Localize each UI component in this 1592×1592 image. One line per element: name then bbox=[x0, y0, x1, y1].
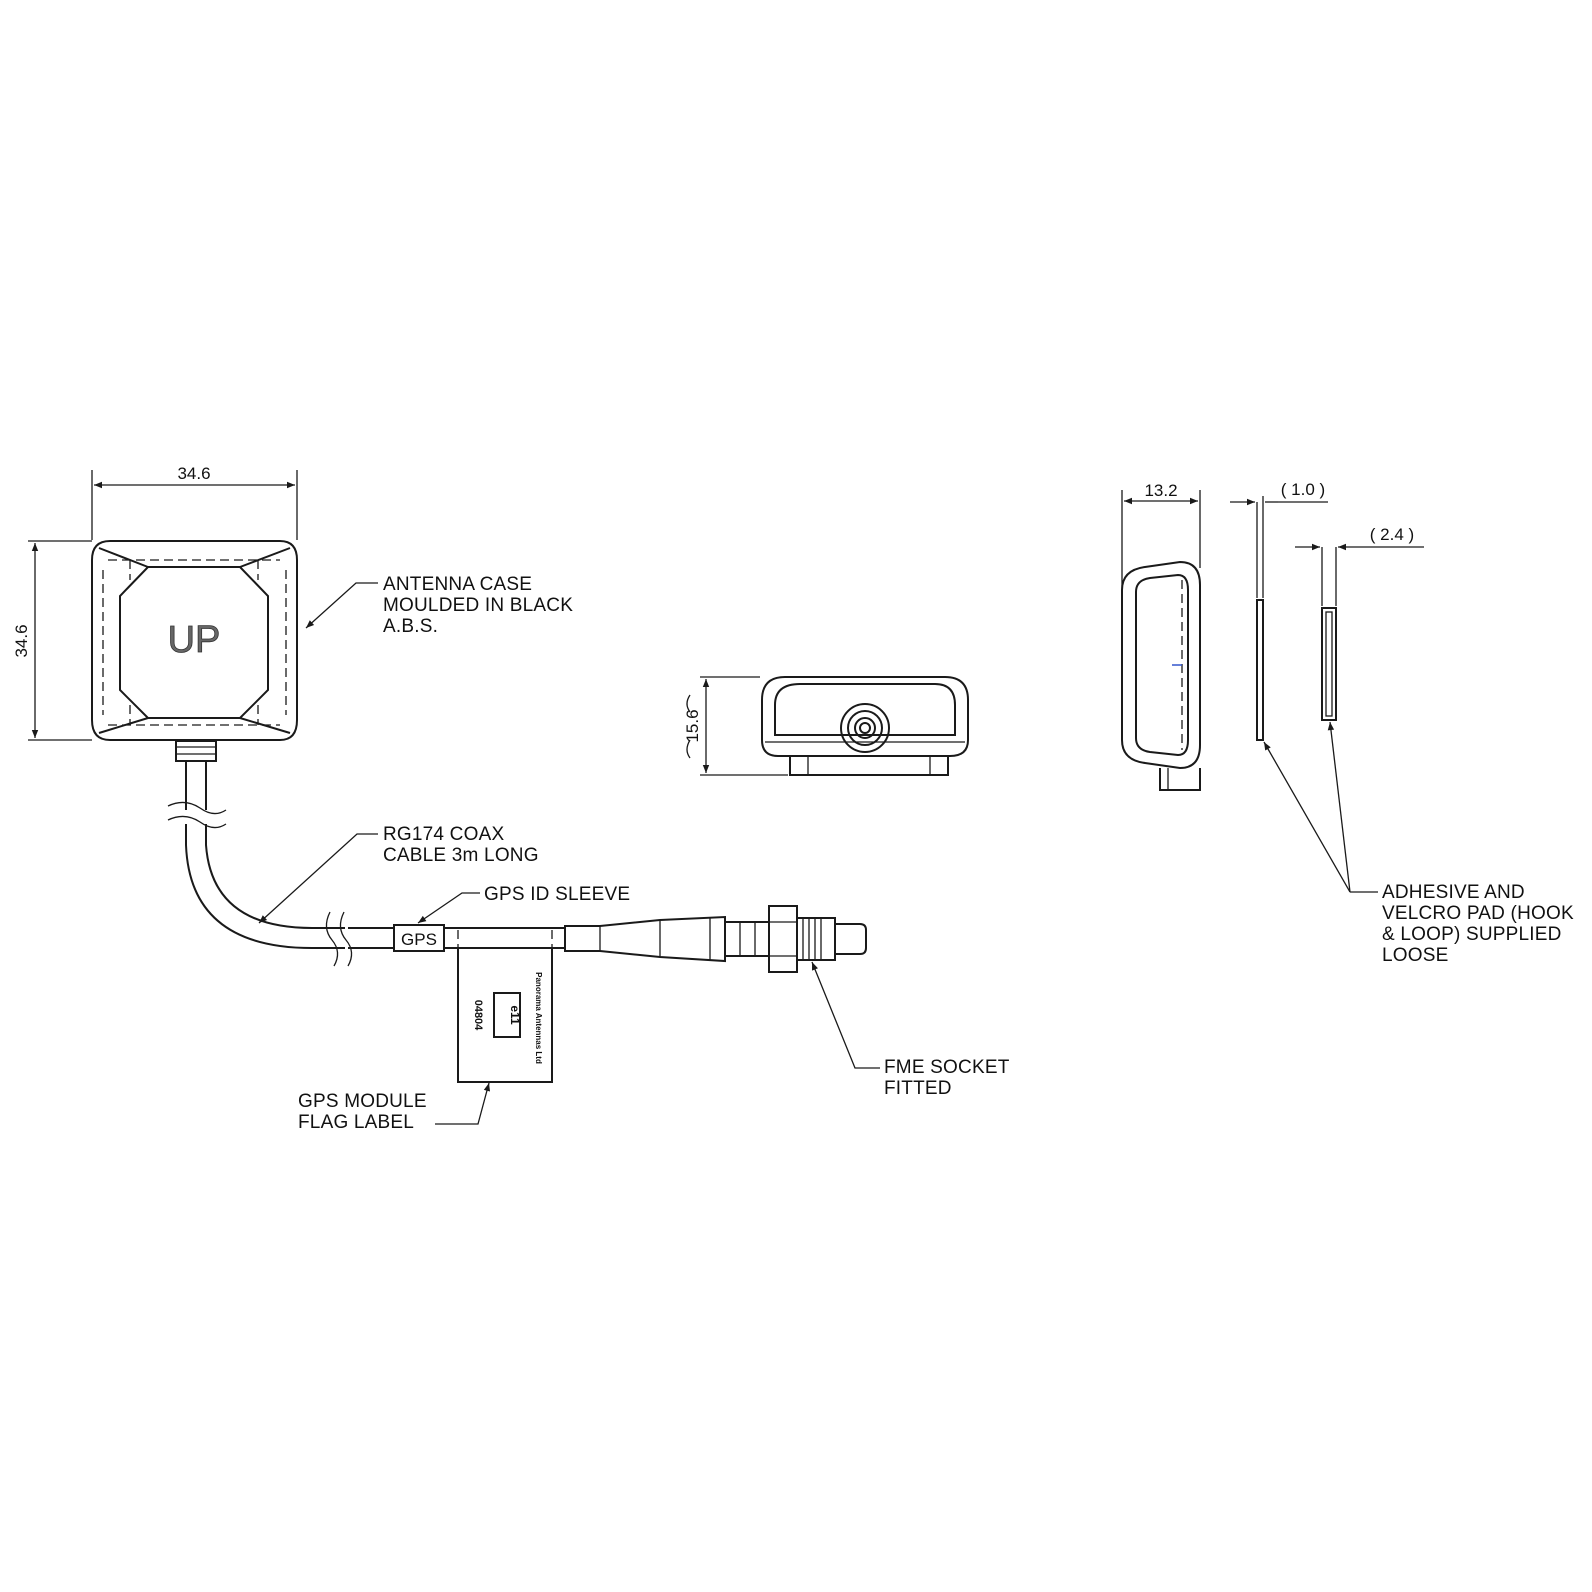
antenna-side-view bbox=[1121, 560, 1201, 791]
end-height-dimension: 15.6 bbox=[683, 676, 788, 776]
flag-label-mark: e11 bbox=[508, 1005, 522, 1025]
sleeve-text: GPS bbox=[401, 930, 437, 949]
velcro-pad: ( 2.4 ) bbox=[1295, 525, 1424, 721]
pads-note-line2: VELCRO PAD (HOOK bbox=[1382, 903, 1574, 924]
flag-label-code: 04804 bbox=[472, 1000, 484, 1031]
adhesive-pad: ( 1.0 ) bbox=[1230, 480, 1328, 741]
flag-label-maker: Panorama Antennas Ltd bbox=[534, 972, 543, 1064]
height-dimension: 34.6 bbox=[12, 540, 92, 741]
coax-cable-callout: RG174 COAX CABLE 3m LONG bbox=[258, 824, 539, 924]
velcro-thickness-value: ( 2.4 ) bbox=[1370, 525, 1414, 544]
id-sleeve-note: GPS ID SLEEVE bbox=[484, 884, 630, 905]
antenna-case-note-line2: MOULDED IN BLACK bbox=[383, 595, 573, 616]
side-depth-dimension: 13.2 bbox=[1121, 481, 1201, 600]
antenna-end-view bbox=[761, 676, 969, 776]
coax-cable-note-line2: CABLE 3m LONG bbox=[383, 845, 539, 866]
adhesive-thickness-value: ( 1.0 ) bbox=[1281, 480, 1325, 499]
side-depth-value: 13.2 bbox=[1144, 481, 1177, 500]
up-marking: UP bbox=[168, 619, 221, 661]
antenna-case-note-line3: A.B.S. bbox=[383, 616, 438, 637]
end-height-value: 15.6 bbox=[683, 709, 702, 742]
flag-label-note-line2: FLAG LABEL bbox=[298, 1112, 414, 1133]
fme-socket-callout: FME SOCKET FITTED bbox=[811, 961, 1010, 1099]
fme-socket-note-line2: FITTED bbox=[884, 1078, 952, 1099]
fme-socket-note-line1: FME SOCKET bbox=[884, 1057, 1010, 1078]
antenna-case-note-line1: ANTENNA CASE bbox=[383, 574, 532, 595]
antenna-case-callout: ANTENNA CASE MOULDED IN BLACK A.B.S. bbox=[305, 574, 573, 637]
flag-label-note-line1: GPS MODULE bbox=[298, 1091, 427, 1112]
id-sleeve-callout: GPS ID SLEEVE bbox=[417, 884, 630, 924]
pads-note-line3: & LOOP) SUPPLIED bbox=[1382, 924, 1562, 945]
height-dimension-value: 34.6 bbox=[12, 624, 31, 657]
antenna-top-view: UP bbox=[91, 540, 298, 741]
width-dimension: 34.6 bbox=[91, 464, 298, 540]
flag-label: e11 04804 Panorama Antennas Ltd bbox=[457, 930, 553, 1083]
width-dimension-value: 34.6 bbox=[177, 464, 210, 483]
pads-note-line1: ADHESIVE AND bbox=[1382, 882, 1525, 903]
coax-cable-note-line1: RG174 COAX bbox=[383, 824, 504, 845]
pads-note-line4: LOOSE bbox=[1382, 945, 1448, 966]
gps-id-sleeve: GPS bbox=[393, 924, 445, 952]
flag-label-callout: GPS MODULE FLAG LABEL bbox=[298, 1082, 491, 1133]
fme-connector bbox=[564, 905, 867, 973]
pads-callout: ADHESIVE AND VELCRO PAD (HOOK & LOOP) SU… bbox=[1263, 721, 1574, 966]
